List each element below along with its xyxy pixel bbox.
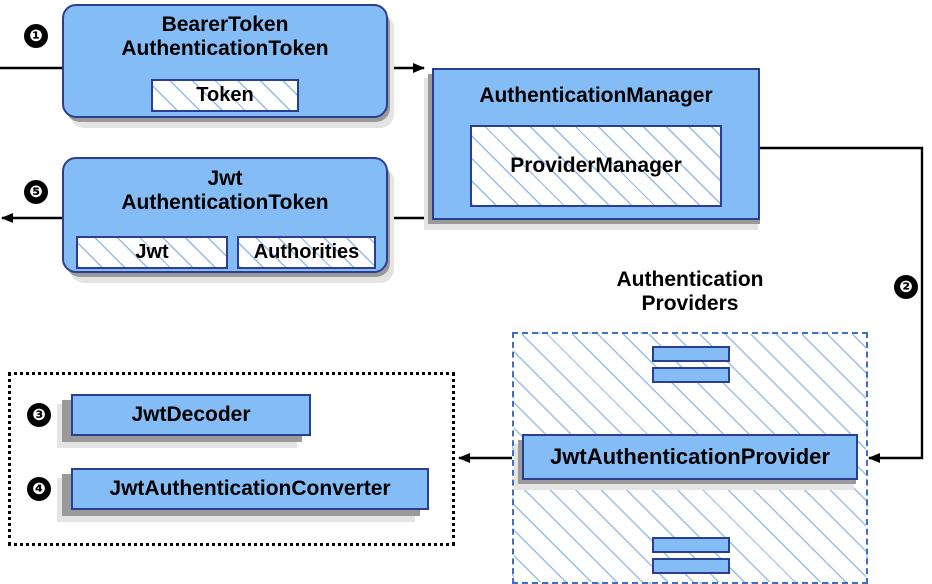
- bearer-token-inner-token-label: Token: [196, 84, 254, 106]
- provider-stack-bar-top-1: [652, 346, 730, 362]
- node-jwt-authentication-converter[interactable]: JwtAuthenticationConverter: [71, 468, 429, 510]
- marker-step-5: ❺: [24, 180, 48, 204]
- authentication-manager-title: AuthenticationManager: [479, 84, 713, 107]
- marker-step-1-label: ❶: [29, 26, 43, 45]
- marker-step-4-label: ❹: [32, 479, 46, 498]
- node-jwt-authentication-provider[interactable]: JwtAuthenticationProvider: [522, 434, 858, 480]
- marker-step-2: ❷: [894, 275, 918, 299]
- provider-manager-label: ProviderManager: [510, 154, 682, 177]
- support-components-container: [8, 372, 455, 546]
- marker-step-4: ❹: [27, 477, 51, 501]
- marker-step-3: ❸: [27, 403, 51, 427]
- bearer-token-title: BearerToken AuthenticationToken: [121, 13, 329, 60]
- authentication-manager-inner-provider-manager: ProviderManager: [470, 125, 722, 207]
- jwt-authentication-provider-label: JwtAuthenticationProvider: [550, 444, 830, 469]
- node-bearer-token-authentication-token[interactable]: BearerToken AuthenticationToken: [62, 4, 388, 118]
- provider-stack-bar-top-2: [652, 367, 730, 383]
- jwt-authentication-converter-label: JwtAuthenticationConverter: [109, 477, 391, 500]
- jwt-token-inner-authorities: Authorities: [237, 236, 376, 269]
- jwt-token-inner-jwt: Jwt: [76, 236, 228, 269]
- bearer-token-inner-token: Token: [151, 79, 299, 112]
- marker-step-3-label: ❸: [32, 405, 46, 424]
- jwt-token-inner-authorities-label: Authorities: [253, 241, 360, 263]
- provider-stack-bar-bottom-1: [652, 537, 730, 553]
- provider-stack-bar-bottom-2: [652, 558, 730, 574]
- authentication-providers-title: Authentication Providers: [616, 268, 764, 316]
- node-jwt-decoder[interactable]: JwtDecoder: [71, 394, 311, 436]
- jwt-token-inner-jwt-label: Jwt: [135, 241, 169, 263]
- marker-step-5-label: ❺: [29, 182, 43, 201]
- jwt-token-title: Jwt AuthenticationToken: [121, 167, 329, 214]
- marker-step-1: ❶: [24, 24, 48, 48]
- jwt-decoder-label: JwtDecoder: [131, 403, 251, 426]
- marker-step-2-label: ❷: [899, 277, 913, 296]
